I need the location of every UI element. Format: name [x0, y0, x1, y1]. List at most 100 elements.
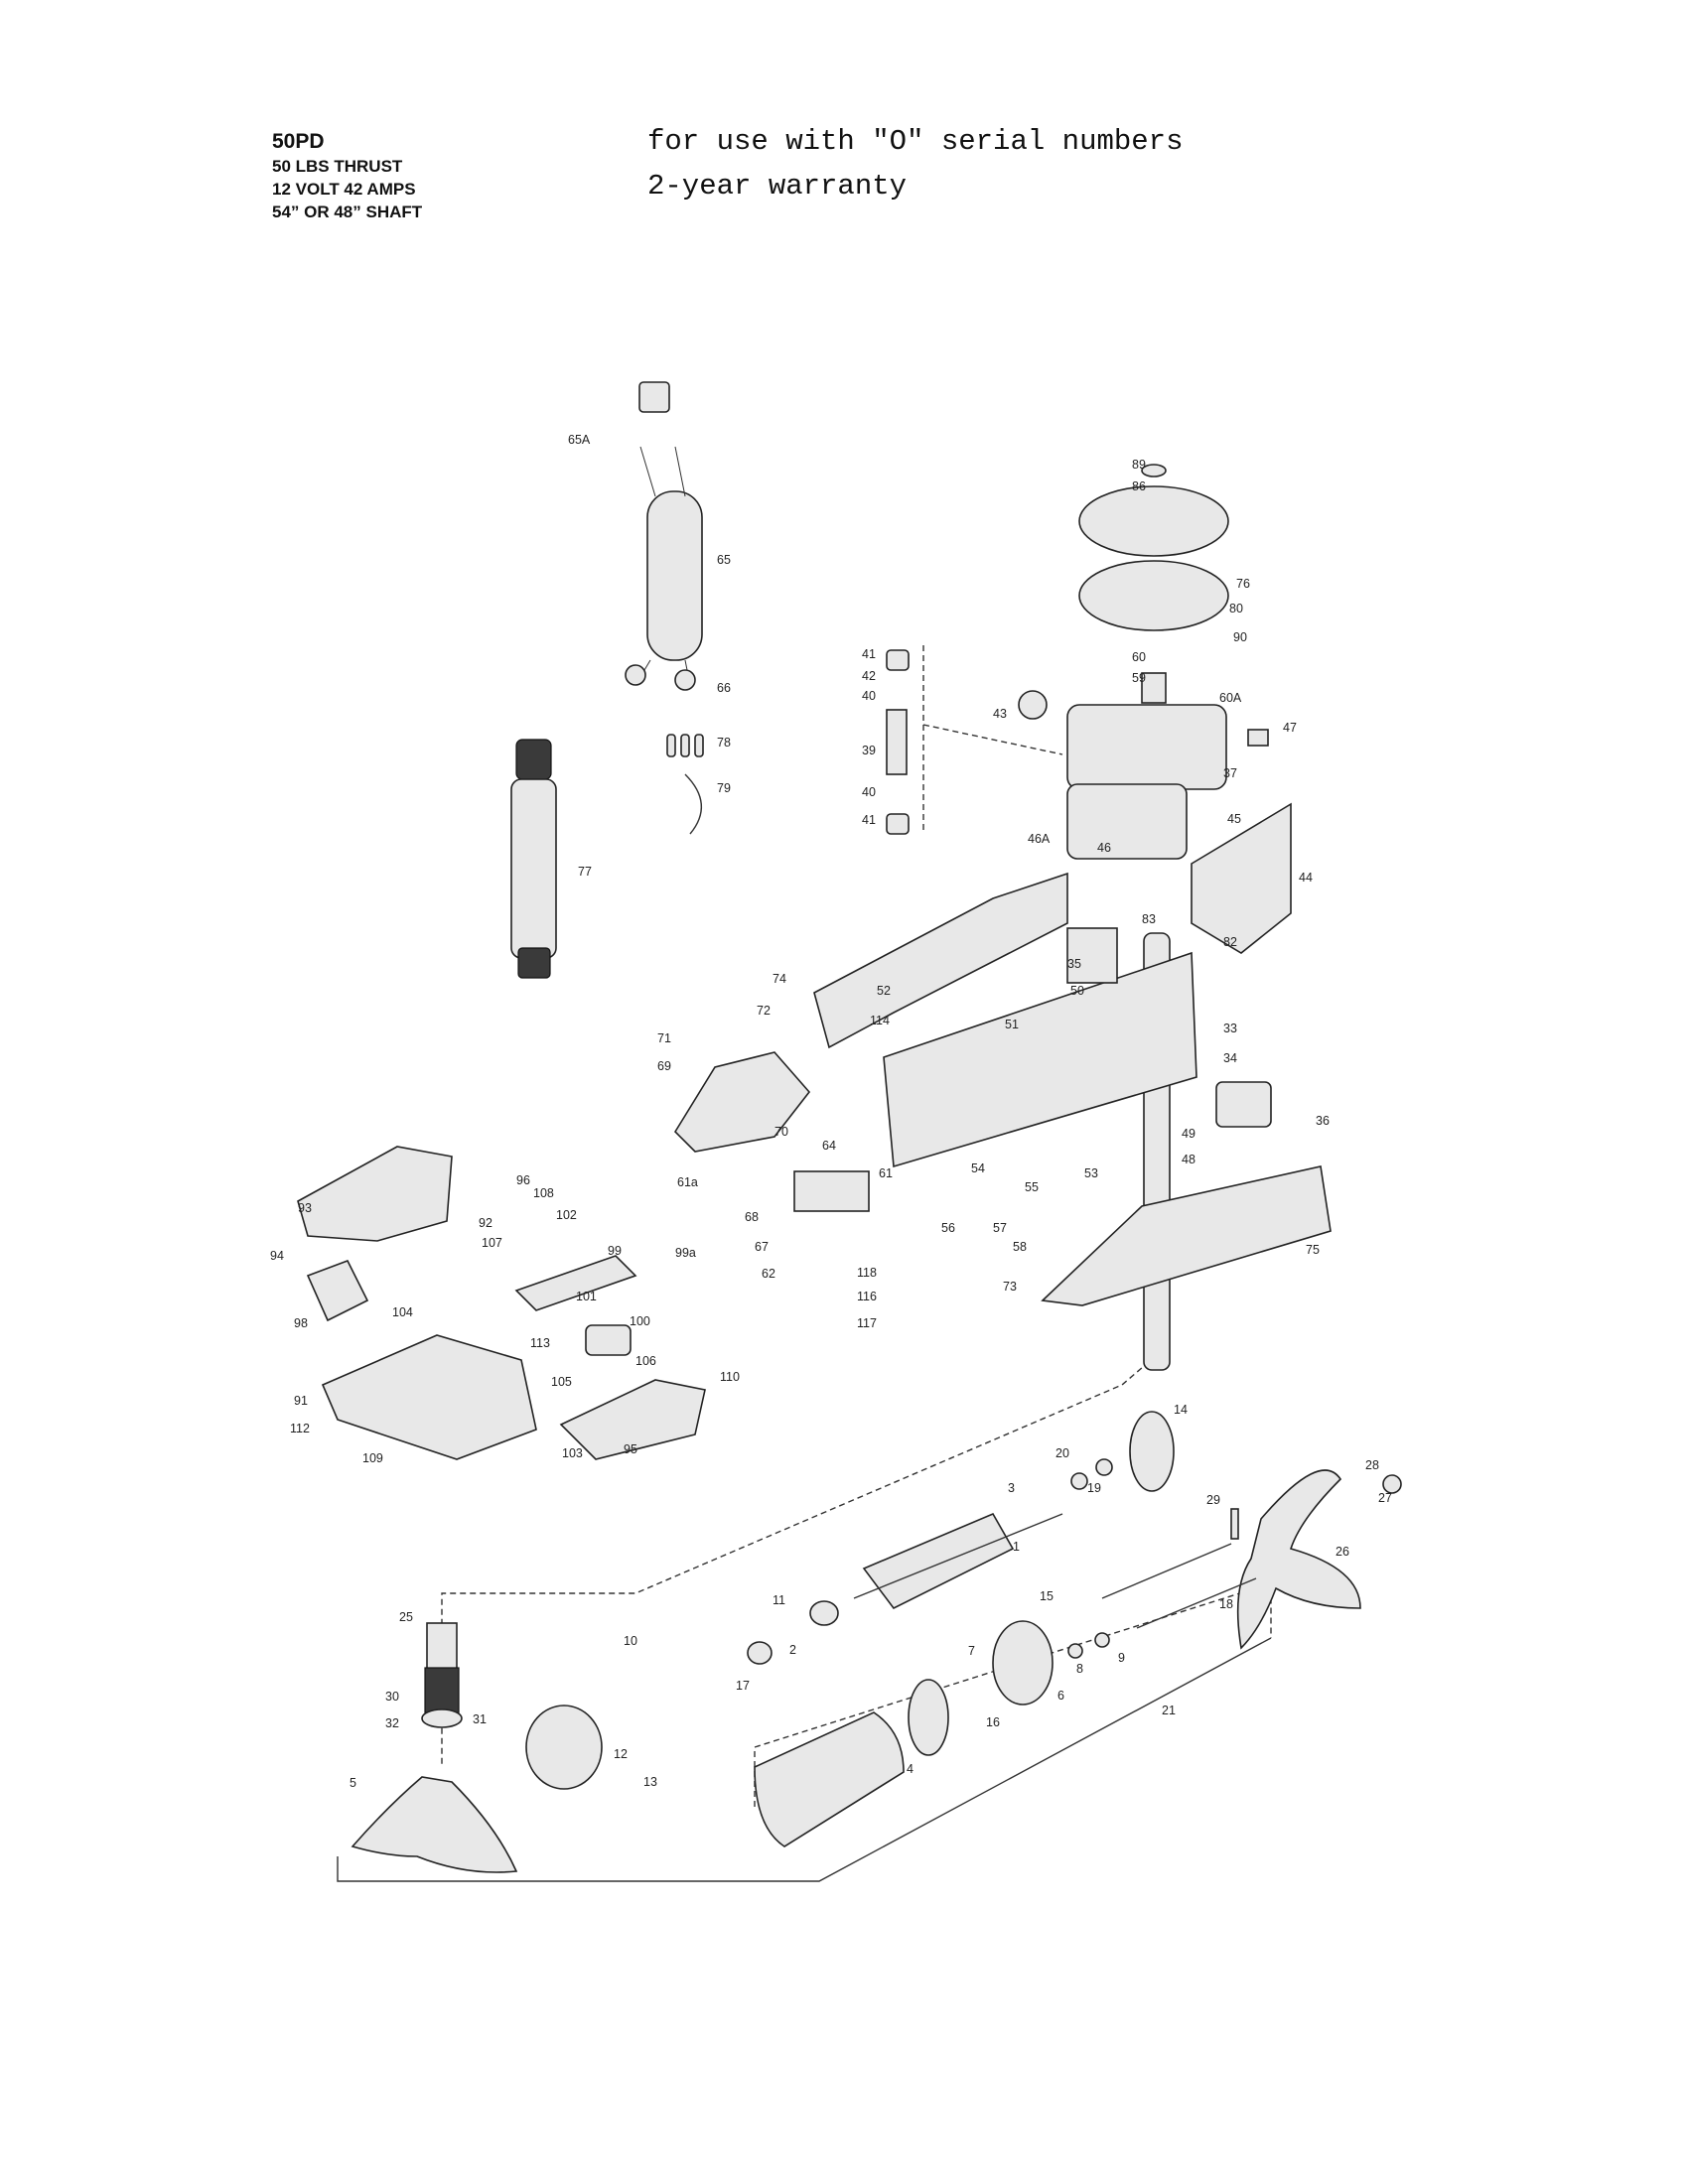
callout-55: 55	[1025, 1180, 1039, 1194]
end-housing-6	[992, 1620, 1054, 1706]
callout-15: 15	[1040, 1589, 1054, 1603]
shaft-spec: 54” OR 48” SHAFT	[272, 203, 423, 221]
callout-57: 57	[993, 1221, 1007, 1235]
propeller-26	[1236, 1469, 1361, 1650]
o-ring-16	[908, 1679, 949, 1756]
motor-can-4	[754, 1711, 905, 1847]
callout-116: 116	[857, 1290, 877, 1303]
pedal-cover-93	[297, 1146, 453, 1242]
bearing-30	[421, 1708, 463, 1728]
callout-110: 110	[720, 1370, 740, 1384]
clip-79	[684, 773, 703, 835]
callout-58: 58	[1013, 1240, 1027, 1254]
callout-82: 82	[1223, 935, 1237, 949]
nut-28	[1382, 1474, 1402, 1494]
washer-20	[1095, 1458, 1113, 1476]
serial-note-line: for use with "O" serial numbers	[647, 125, 1184, 158]
control-box-37	[1066, 704, 1227, 790]
bushing-41-top	[886, 649, 910, 671]
through-bolt-15	[1101, 1543, 1232, 1599]
callout-108: 108	[533, 1186, 554, 1200]
plate-99	[514, 1255, 637, 1311]
callout-70: 70	[774, 1125, 788, 1139]
bearing-11	[809, 1600, 839, 1626]
callout-44: 44	[1299, 871, 1313, 885]
callout-10: 10	[624, 1634, 637, 1648]
callout-9: 9	[1118, 1651, 1125, 1665]
callout-65A: 65A	[568, 433, 591, 447]
callout-40: 40	[862, 785, 876, 799]
callout-37: 37	[1223, 766, 1237, 780]
callout-42: 42	[862, 669, 876, 683]
callout-65: 65	[717, 553, 731, 567]
pedal-base-103	[559, 1379, 706, 1460]
callout-52: 52	[877, 984, 891, 998]
callout-104: 104	[392, 1305, 413, 1319]
callout-8: 8	[1076, 1662, 1083, 1676]
bushing-41-bottom	[886, 813, 910, 835]
callout-50: 50	[1070, 984, 1084, 998]
callout-117: 117	[857, 1316, 877, 1330]
callout-100: 100	[630, 1314, 650, 1328]
callout-75: 75	[1306, 1243, 1320, 1257]
pivot-39	[886, 709, 908, 775]
power-spec: 12 VOLT 42 AMPS	[272, 180, 416, 199]
callout-2: 2	[789, 1643, 796, 1657]
callout-21: 21	[1162, 1704, 1176, 1717]
housing-76	[1078, 560, 1229, 631]
rail-33	[883, 951, 1197, 1168]
callout-76: 76	[1236, 577, 1250, 591]
ring-terminal-left	[625, 664, 646, 686]
callout-47: 47	[1283, 721, 1297, 735]
callout-105: 105	[551, 1375, 572, 1389]
callout-18: 18	[1219, 1597, 1233, 1611]
callout-35: 35	[1067, 957, 1081, 971]
callout-11: 11	[773, 1593, 785, 1607]
callout-72: 72	[757, 1004, 771, 1018]
upper-column-dash	[922, 645, 1063, 834]
top-cover-86	[1078, 485, 1229, 557]
callout-4: 4	[907, 1762, 914, 1776]
callout-45: 45	[1227, 812, 1241, 826]
callout-17: 17	[736, 1679, 750, 1693]
callout-103: 103	[562, 1446, 583, 1460]
callout-71: 71	[657, 1031, 671, 1045]
callout-34: 34	[1223, 1051, 1237, 1065]
bracket-61	[793, 1170, 870, 1212]
callout-20: 20	[1055, 1446, 1069, 1460]
callout-106: 106	[635, 1354, 656, 1368]
callout-26: 26	[1336, 1545, 1349, 1559]
brush-plate-12	[525, 1705, 603, 1790]
callout-40: 40	[862, 689, 876, 703]
callout-56: 56	[941, 1221, 955, 1235]
washer-8	[1067, 1643, 1083, 1659]
callout-79: 79	[717, 781, 731, 795]
callout-60: 60	[1132, 650, 1146, 664]
side-plate-74	[813, 872, 1068, 1049]
callout-99: 99	[608, 1244, 622, 1258]
callout-62: 62	[762, 1267, 775, 1281]
switch-100	[585, 1324, 632, 1356]
callout-12: 12	[614, 1747, 628, 1761]
armature-shaft	[853, 1513, 1063, 1599]
callout-41: 41	[862, 647, 876, 661]
lower-unit-5	[351, 1776, 518, 1873]
callout-43: 43	[993, 707, 1007, 721]
base-housing-37	[1066, 783, 1188, 860]
callout-96: 96	[516, 1173, 530, 1187]
callout-94: 94	[270, 1249, 284, 1263]
callout-61a: 61a	[677, 1175, 698, 1189]
callout-112: 112	[290, 1422, 310, 1435]
callout-90: 90	[1233, 630, 1247, 644]
model-name: 50PD	[272, 130, 325, 153]
callout-51: 51	[1005, 1018, 1019, 1031]
cable-lead	[634, 446, 691, 686]
callout-109: 109	[362, 1451, 383, 1465]
coil-cord	[510, 739, 557, 979]
callout-41: 41	[862, 813, 876, 827]
callout-46A: 46A	[1028, 832, 1051, 846]
callout-66: 66	[717, 681, 731, 695]
through-bolt-18	[1136, 1577, 1257, 1629]
callout-99a: 99a	[675, 1246, 696, 1260]
